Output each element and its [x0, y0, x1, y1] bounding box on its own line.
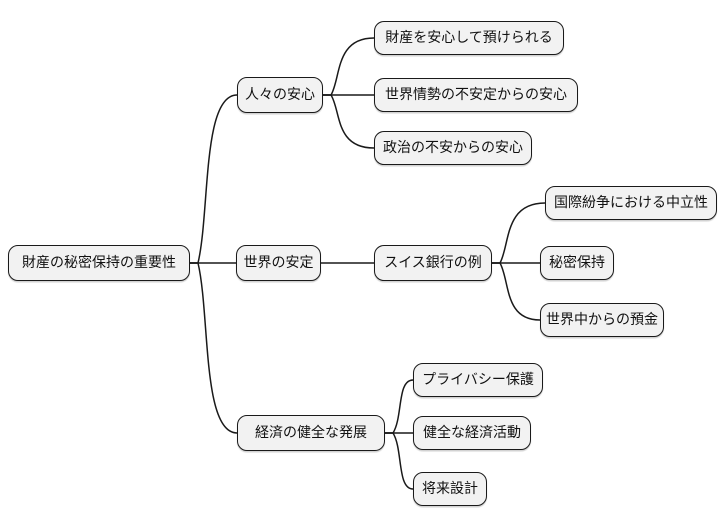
node-branch-world-stability[interactable]: 世界の安定 — [236, 245, 321, 281]
node-leaf-neutrality[interactable]: 国際紛争における中立性 — [545, 186, 717, 220]
connector — [322, 37, 375, 96]
node-leaf-confidentiality[interactable]: 秘密保持 — [540, 246, 614, 280]
connector — [384, 379, 414, 434]
node-leaf-world-instability[interactable]: 世界情勢の不安定からの安心 — [374, 78, 578, 112]
node-root[interactable]: 財産の秘密保持の重要性 — [8, 245, 190, 281]
node-leaf-political-anxiety[interactable]: 政治の不安からの安心 — [374, 131, 532, 165]
node-leaf-future-planning[interactable]: 将来設計 — [413, 472, 487, 506]
connector — [189, 262, 238, 434]
node-branch-economic-development[interactable]: 経済の健全な発展 — [237, 415, 385, 451]
connector — [384, 432, 414, 490]
node-leaf-deposit-safely[interactable]: 財産を安心して預けられる — [374, 21, 564, 55]
node-leaf-privacy-protection[interactable]: プライバシー保護 — [413, 363, 543, 397]
connector — [322, 94, 375, 149]
connector — [491, 262, 541, 321]
node-leaf-worldwide-deposits[interactable]: 世界中からの預金 — [540, 303, 664, 337]
node-branch-peoples-peace[interactable]: 人々の安心 — [237, 77, 323, 113]
node-swiss-bank-example[interactable]: スイス銀行の例 — [374, 245, 492, 281]
node-leaf-sound-economic-activity[interactable]: 健全な経済活動 — [413, 416, 531, 450]
connector — [189, 94, 238, 264]
connector — [491, 202, 546, 264]
